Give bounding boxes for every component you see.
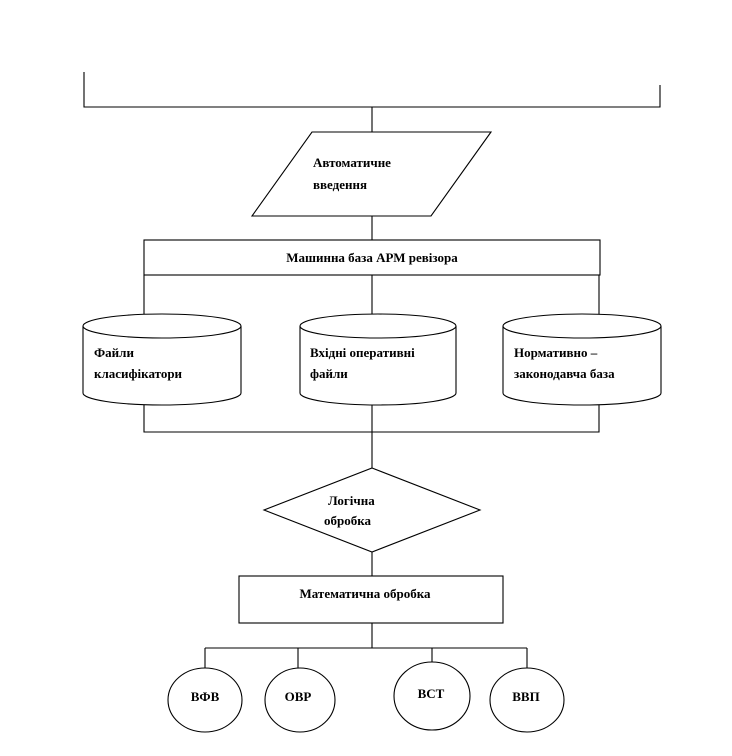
output-ellipse-ovr: [264, 667, 336, 733]
output-label-vvp: ВВП: [512, 689, 539, 704]
output-label-vfv: ВФВ: [191, 689, 220, 704]
logical-processing-label-line2: обробка: [324, 513, 372, 528]
classifier-files-cylinder: [82, 313, 242, 406]
math-processing-box: [238, 575, 504, 624]
math-processing-label: Математична обробка: [300, 586, 431, 601]
machine-base-box: [143, 239, 601, 276]
machine-base-label: Машинна база АРМ ревізора: [286, 250, 458, 265]
normative-base-cylinder: [502, 313, 662, 406]
top-bracket-connector: [83, 72, 661, 108]
logical-processing-label-line1: Логічна: [328, 493, 375, 508]
classifier-files-label-line1: Файли: [94, 345, 134, 360]
output-ellipse-vst: [393, 661, 471, 731]
output-label-vst: ВСТ: [418, 686, 445, 701]
auto-input-parallelogram: [250, 131, 493, 217]
normative-base-label-line2: законодавча база: [514, 366, 615, 381]
normative-base-label-line1: Нормативно –: [514, 345, 598, 360]
output-ellipse-vfv: [167, 667, 243, 733]
input-files-label-line2: файли: [310, 366, 348, 381]
classifier-files-label-line2: класифікатори: [94, 366, 183, 381]
logical-processing-diamond: [262, 467, 482, 553]
input-files-label-line1: Вхідні оперативні: [310, 345, 415, 360]
output-ellipse-vvp: [489, 667, 565, 733]
input-operative-files-cylinder: [299, 313, 457, 406]
auto-input-label-line2: введення: [313, 177, 367, 192]
auto-input-label-line1: Автоматичне: [313, 155, 391, 170]
output-label-ovr: ОВР: [285, 689, 312, 704]
